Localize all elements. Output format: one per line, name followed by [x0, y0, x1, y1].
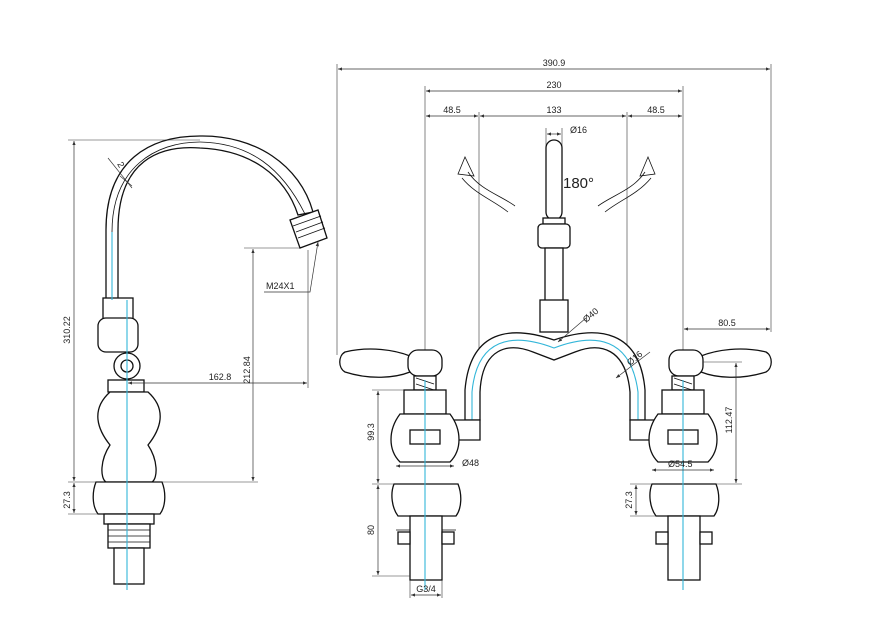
label-spout-angle: 2 [115, 160, 126, 169]
dim-outlet-height: 212.84 [160, 247, 300, 483]
left-valve [339, 348, 462, 590]
label-side-base-height: 27.3 [62, 491, 72, 509]
right-valve [648, 348, 772, 590]
dim-overall-width: 390.9 [336, 58, 772, 355]
label-middle-span: 133 [546, 105, 561, 115]
label-overall-height: 310.22 [62, 316, 72, 344]
label-overall-width: 390.9 [543, 58, 566, 68]
dim-centres-width: 230 [424, 80, 684, 350]
dim-lever-reach: 80.5 [684, 318, 770, 331]
label-outlet-height: 212.84 [242, 356, 252, 384]
label-left-body-diameter: Ø48 [462, 458, 479, 468]
label-thread-size: G3/4 [416, 584, 436, 594]
label-right-base-height: 27.3 [624, 491, 634, 509]
label-right-body-height: 112.47 [724, 407, 734, 434]
label-left-offset: 48.5 [443, 105, 461, 115]
dim-right-base-height: 27.3 [624, 483, 656, 517]
front-view: 390.9 230 48.5 133 48.5 Ø16 [336, 58, 772, 598]
side-spout [105, 135, 328, 301]
dim-spout-diameter: Ø16 [545, 125, 587, 146]
label-left-body-height: 99.3 [366, 423, 376, 441]
dim-offsets: 48.5 133 48.5 [426, 105, 682, 350]
bridge-arch [439, 332, 669, 441]
dim-left-body-diameter: Ø48 [396, 458, 479, 468]
angle-mark: 2 [107, 157, 133, 189]
dim-overall-height: 310.22 [62, 139, 200, 483]
label-shank-length: 80 [366, 525, 376, 535]
dim-right-flange-diameter: Ø54.5 [652, 459, 714, 472]
dim-shank-length: 80 [366, 485, 410, 577]
dim-thread-size: G3/4 [409, 580, 443, 598]
label-right-offset: 48.5 [647, 105, 665, 115]
label-arch-diameter: Ø40 [581, 306, 600, 325]
dim-side-base-height: 27.3 [62, 483, 98, 515]
label-spout-reach: 162.8 [209, 372, 232, 382]
dim-spout-reach: 162.8 [127, 250, 309, 388]
thread-callout: M24X1 [264, 241, 319, 293]
label-lever-reach: 80.5 [718, 318, 736, 328]
side-view: 310.22 27.3 162.8 212.84 M24X1 [62, 135, 328, 590]
dim-right-body-height: 112.47 [703, 361, 742, 485]
label-rotation: 180° [563, 175, 594, 192]
front-spout [537, 139, 571, 333]
label-centres-width: 230 [546, 80, 561, 90]
label-right-flange-diameter: Ø54.5 [668, 459, 693, 469]
side-body [92, 297, 166, 585]
label-spout-diameter: Ø16 [570, 125, 587, 135]
rotation-indicator: 180° [457, 155, 656, 213]
dim-left-body-height: 99.3 [366, 389, 404, 485]
label-aerator-thread: M24X1 [266, 281, 295, 291]
